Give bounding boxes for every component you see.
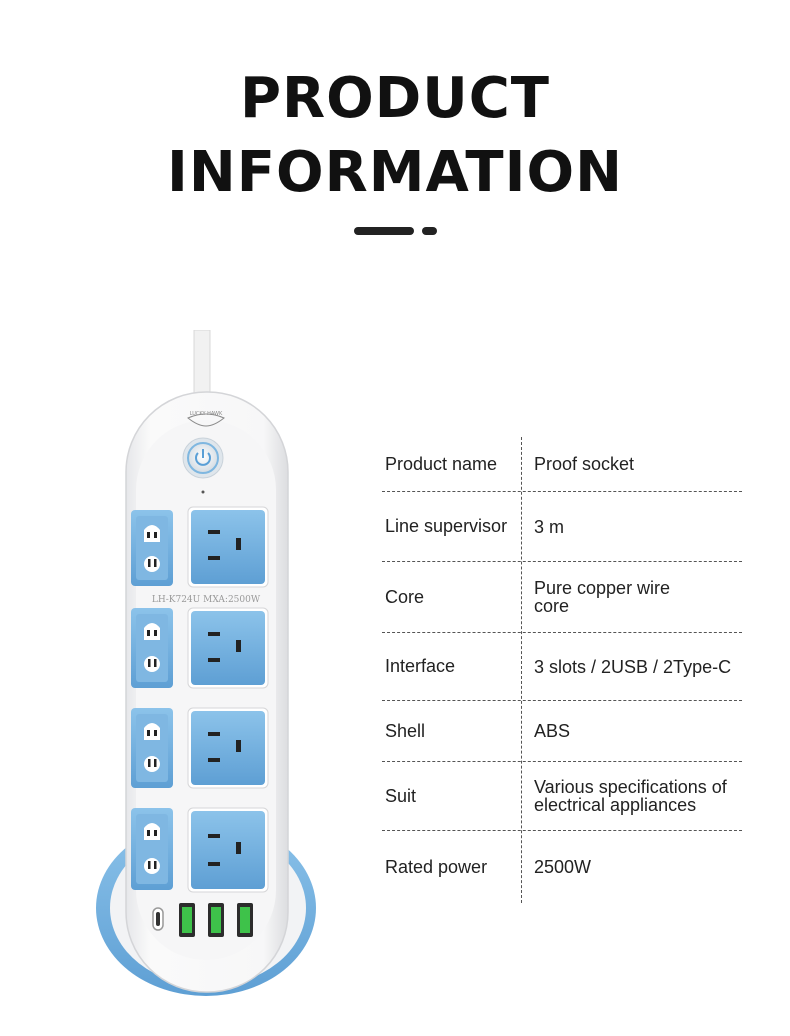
spec-value: Proof socket bbox=[534, 454, 635, 474]
spec-value: 2500W bbox=[534, 857, 592, 877]
brand-logo: LUCKY HAWK bbox=[187, 411, 225, 427]
title-line-1: PRODUCT bbox=[239, 66, 551, 131]
brand-text: LUCKY HAWK bbox=[190, 411, 223, 417]
spec-row-line-supervisor: Line supervisor 3 m bbox=[382, 492, 742, 562]
strip-body bbox=[125, 391, 289, 993]
spec-value: Pure copper wire core bbox=[534, 578, 671, 616]
spec-divider bbox=[521, 437, 522, 903]
title-underline-long bbox=[354, 227, 414, 235]
spec-value: 3 m bbox=[534, 516, 565, 537]
spec-label: Shell bbox=[385, 720, 426, 741]
spec-table: Product name Proof socket Line superviso… bbox=[382, 437, 742, 903]
outlet-row-3 bbox=[131, 707, 269, 789]
outlet-row-4 bbox=[131, 807, 269, 893]
spec-value: 3 slots / 2USB / 2Type-C bbox=[534, 656, 732, 677]
spec-label: Line supervisor bbox=[385, 516, 508, 536]
spec-value: ABS bbox=[534, 721, 571, 741]
power-strip-image: LUCKY HAWK LH-K724U MXA:2500W bbox=[96, 330, 316, 996]
spec-row-suit: Suit Various specifications of electrica… bbox=[382, 762, 742, 831]
outlet-rows: LH-K724U MXA:2500W bbox=[131, 506, 269, 893]
power-cord bbox=[193, 330, 211, 401]
spec-label: Core bbox=[385, 586, 425, 607]
spec-row-product-name: Product name Proof socket bbox=[382, 437, 742, 492]
title-line-2: INFORMATION bbox=[167, 140, 623, 205]
spec-row-shell: Shell ABS bbox=[382, 701, 742, 762]
spec-row-core: Core Pure copper wire core bbox=[382, 562, 742, 633]
usb-ports bbox=[152, 903, 253, 937]
spec-label: Product name bbox=[385, 453, 498, 474]
spec-row-interface: Interface 3 slots / 2USB / 2Type-C bbox=[382, 633, 742, 701]
power-button bbox=[182, 437, 224, 479]
spec-value: Various specifications of electrical app… bbox=[534, 777, 727, 815]
spec-label: Suit bbox=[385, 785, 417, 806]
power-icon bbox=[195, 449, 211, 466]
title-underline-short bbox=[422, 227, 437, 235]
model-label: LH-K724U MXA:2500W bbox=[152, 595, 261, 605]
spec-label: Rated power bbox=[385, 856, 488, 877]
spec-label: Interface bbox=[385, 656, 456, 676]
spec-row-rated-power: Rated power 2500W bbox=[382, 831, 742, 903]
outlet-row-1 bbox=[131, 506, 269, 588]
outlet-row-2 bbox=[131, 607, 269, 689]
